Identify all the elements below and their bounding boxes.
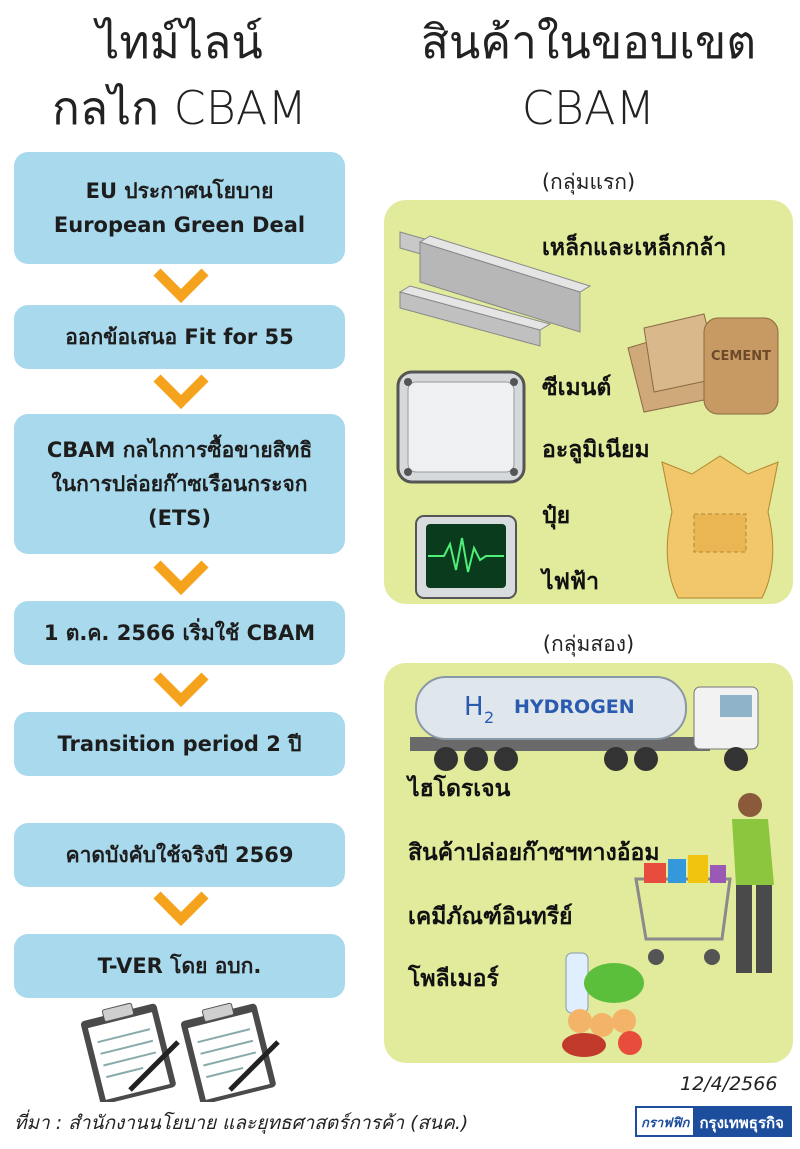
group-2-panel: H 2 HYDROGEN ไฮโดรเจน สินค้าปล่อยก๊าซฯทา…	[384, 663, 793, 1063]
timeline-step-2: ออกข้อเสนอ Fit for 55	[14, 305, 345, 369]
step-3-line2: ในการปล่อยก๊าซเรือนกระจก	[51, 472, 308, 496]
group-1-label: (กลุ่มแรก)	[541, 170, 636, 194]
step-4-line1: 1 ต.ค. 2566 เริ่มใช้ CBAM	[43, 621, 316, 645]
step-3-line1: CBAM กลไกการซื้อขายสิทธิ	[46, 438, 313, 462]
timeline-title-line2: กลไก CBAM	[51, 81, 308, 135]
step-7-line1: T-VER โดย อบก.	[97, 954, 262, 978]
brand-logo: กราฟฟิก กรุงเทพธุรกิจ	[635, 1106, 792, 1137]
timeline-step-6: คาดบังคับใช้จริงปี 2569	[14, 823, 345, 887]
cement-bag-icon: CEMENT	[627, 313, 779, 415]
group-2-item-hydrogen: ไฮโดรเจน	[408, 776, 511, 802]
timeline-title-line1: ไทม์ไลน์	[96, 15, 263, 69]
brand-name: กรุงเทพธุรกิจ	[693, 1108, 790, 1135]
group-1-item-electricity: ไฟฟ้า	[542, 569, 600, 595]
group-1-panel: CEMENT เหล็กและเหล็กกล้า ซีเมนต์ อะลูมิเ…	[384, 200, 793, 604]
group-1-item-aluminium: อะลูมิเนียม	[542, 437, 650, 463]
shopper-cart-icon	[634, 793, 774, 973]
hydrogen-truck-icon: H 2 HYDROGEN	[410, 676, 759, 771]
brand-small: กราฟฟิก	[637, 1108, 694, 1135]
step-3-line3: (ETS)	[148, 506, 211, 530]
step-5-line1: Transition period 2 ปี	[57, 732, 302, 756]
timeline-title: ไทม์ไลน์ กลไก CBAM	[14, 12, 345, 138]
step-1-line2: European Green Deal	[53, 213, 306, 237]
group-1-item-cement: ซีเมนต์	[542, 375, 612, 401]
steel-beam-icon	[398, 231, 592, 347]
truck-subscript: 2	[484, 708, 494, 727]
truck-text: HYDROGEN	[514, 696, 635, 718]
chevron-down-icon	[153, 891, 209, 927]
scope-title-line2: CBAM	[521, 81, 656, 135]
chevron-down-icon	[153, 672, 209, 708]
group-2-label: (กลุ่มสอง)	[542, 632, 635, 656]
clipboard-icon	[81, 1002, 280, 1102]
fertilizer-sack-icon	[661, 455, 779, 599]
pen-icon	[128, 1040, 180, 1092]
group-1-item-fertilizer: ปุ๋ย	[542, 503, 571, 529]
scope-title-line1: สินค้าในขอบเขต	[420, 15, 757, 69]
electricity-monitor-icon	[415, 515, 517, 599]
step-6-line1: คาดบังคับใช้จริงปี 2569	[65, 843, 294, 867]
publish-date: 12/4/2566	[680, 1073, 778, 1095]
timeline-step-3: CBAM กลไกการซื้อขายสิทธิ ในการปล่อยก๊าซเ…	[14, 414, 345, 554]
group-2-item-polymers: โพลีเมอร์	[408, 966, 499, 992]
step-1-line1: EU ประกาศนโยบาย	[85, 179, 274, 203]
source-note: ที่มา : สำนักงานนโยบาย และยุทธศาสตร์การค…	[14, 1112, 469, 1134]
chevron-down-icon	[153, 268, 209, 304]
group-2-item-chemicals: เคมีภัณฑ์อินทรีย์	[408, 904, 573, 930]
chevron-down-icon	[153, 560, 209, 596]
aluminium-plate-icon	[396, 370, 526, 484]
scope-title: สินค้าในขอบเขต CBAM	[384, 12, 793, 138]
timeline-step-1: EU ประกาศนโยบาย European Green Deal	[14, 152, 345, 264]
truck-symbol: H	[464, 692, 484, 722]
timeline-step-5: Transition period 2 ปี	[14, 712, 345, 776]
chevron-down-icon	[153, 374, 209, 410]
timeline-step-4: 1 ต.ค. 2566 เริ่มใช้ CBAM	[14, 601, 345, 665]
step-2-line1: ออกข้อเสนอ Fit for 55	[65, 325, 294, 349]
group-2-item-indirect: สินค้าปล่อยก๊าซฯทางอ้อม	[408, 840, 660, 866]
cement-bag-text: CEMENT	[711, 349, 771, 364]
timeline-step-7: T-VER โดย อบก.	[14, 934, 345, 998]
groceries-icon	[562, 952, 644, 1057]
group-1-item-steel: เหล็กและเหล็กกล้า	[542, 235, 727, 261]
